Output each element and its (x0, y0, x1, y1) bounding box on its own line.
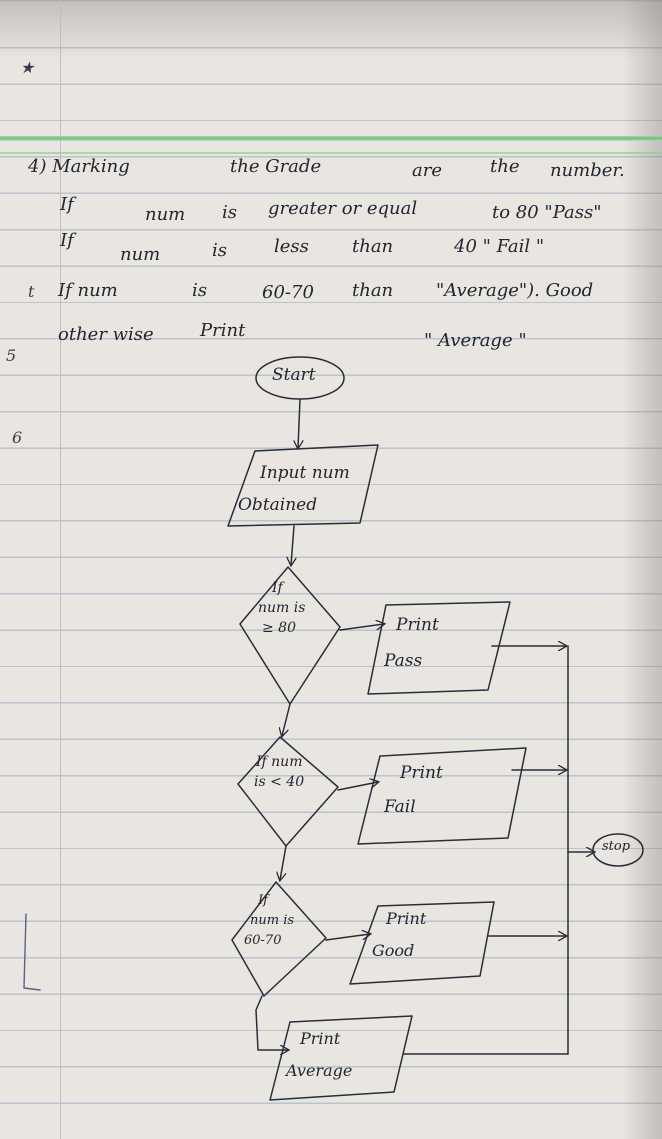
print-fail-parallelogram (357, 747, 527, 845)
statement-line-1-word-1: 4) Marking (28, 156, 130, 177)
arrow-decision-2-to-decision-3 (280, 845, 287, 880)
statement-line-5-word-2: Print (200, 320, 246, 341)
print-average-label-line-2: Average (286, 1061, 353, 1080)
statement-line-3-word-2: num (120, 244, 161, 265)
print-good-parallelogram (349, 901, 495, 985)
statement-line-2-word-5: to 80 "Pass" (492, 202, 602, 223)
arrow-input-to-decision-1 (291, 525, 294, 565)
arrow-start-to-input (298, 398, 300, 448)
statement-line-4-word-4: than (352, 280, 394, 301)
decision-1-label-line-3: ≥ 80 (262, 620, 296, 636)
decision-2-label-line-1: If num (256, 754, 303, 770)
print-average-parallelogram (269, 1015, 413, 1101)
statement-line-5-word-1: other wise (58, 324, 154, 345)
arrow-decision-1-to-print-pass (339, 624, 384, 631)
statement-line-3-word-5: than (352, 236, 394, 257)
print-pass-label-line-1: Print (396, 615, 439, 635)
statement-line-3-word-6: 40 " Fail " (454, 236, 545, 257)
print-fail-label-line-1: Print (400, 763, 443, 783)
statement-line-1-word-3: are (412, 160, 442, 181)
statement-line-3-word-1: If (60, 230, 74, 251)
green-highlight-band-thin (0, 152, 662, 154)
margin-mark-4: 6 (12, 428, 23, 447)
arrow-decision-3-to-print-average (255, 995, 288, 1050)
statement-line-2-word-1: If (60, 194, 74, 215)
arrow-decision-1-to-decision-2 (282, 703, 291, 736)
statement-line-4-word-1: If num (58, 280, 118, 301)
green-highlight-band (0, 136, 662, 141)
page-shadow-right (622, 0, 662, 1139)
arrow-decision-2-to-print-fail (337, 782, 378, 791)
statement-line-2-word-4: greater or equal (268, 198, 418, 219)
statement-line-1-word-5: number. (550, 160, 625, 181)
statement-line-2-word-3: is (222, 202, 237, 223)
statement-line-3-word-3: is (212, 240, 227, 261)
input-parallelogram (227, 444, 379, 527)
statement-line-5-word-3: " Average " (424, 330, 527, 351)
decision-2-label-line-2: is < 40 (254, 774, 305, 790)
statement-line-4-word-2: is (192, 280, 207, 301)
print-pass-parallelogram (367, 601, 511, 695)
stop-terminal (592, 833, 644, 867)
statement-line-1-word-2: the Grade (230, 156, 322, 177)
decision-3-label-line-3: 60-70 (244, 933, 282, 948)
stop-label: stop (602, 839, 631, 854)
decision-1-label-line-2: num is (258, 600, 306, 616)
print-average-label-line-1: Print (300, 1029, 341, 1048)
input-label-line-2: Obtained (238, 495, 318, 515)
print-good-label-line-2: Good (372, 941, 415, 960)
print-pass-label-line-2: Pass (384, 651, 423, 671)
page-shadow-top (0, 0, 662, 60)
statement-line-3-word-4: less (274, 236, 309, 257)
input-label-line-1: Input num (260, 463, 350, 483)
print-fail-label-line-2: Fail (384, 797, 416, 817)
margin-mark-3: 5 (6, 346, 17, 365)
decision-3-label-line-1: If (258, 893, 268, 908)
decision-1-label-line-1: If (272, 580, 283, 596)
statement-line-2-word-2: num (145, 204, 186, 225)
statement-line-4-word-5: "Average"). Good (436, 280, 594, 301)
margin-line (60, 0, 61, 1139)
margin-mark-1: ★ (20, 58, 35, 77)
arrow-decision-3-to-print-good (325, 934, 370, 941)
margin-mark-2: t (28, 282, 35, 301)
start-label: Start (272, 365, 316, 385)
decision-3-label-line-2: num is (250, 913, 295, 928)
statement-line-4-word-3: 60-70 (262, 282, 314, 303)
print-good-label-line-1: Print (386, 909, 427, 928)
statement-line-1-word-4: the (490, 156, 520, 177)
margin-bracket (23, 913, 41, 991)
decision-3-diamond (231, 881, 327, 997)
